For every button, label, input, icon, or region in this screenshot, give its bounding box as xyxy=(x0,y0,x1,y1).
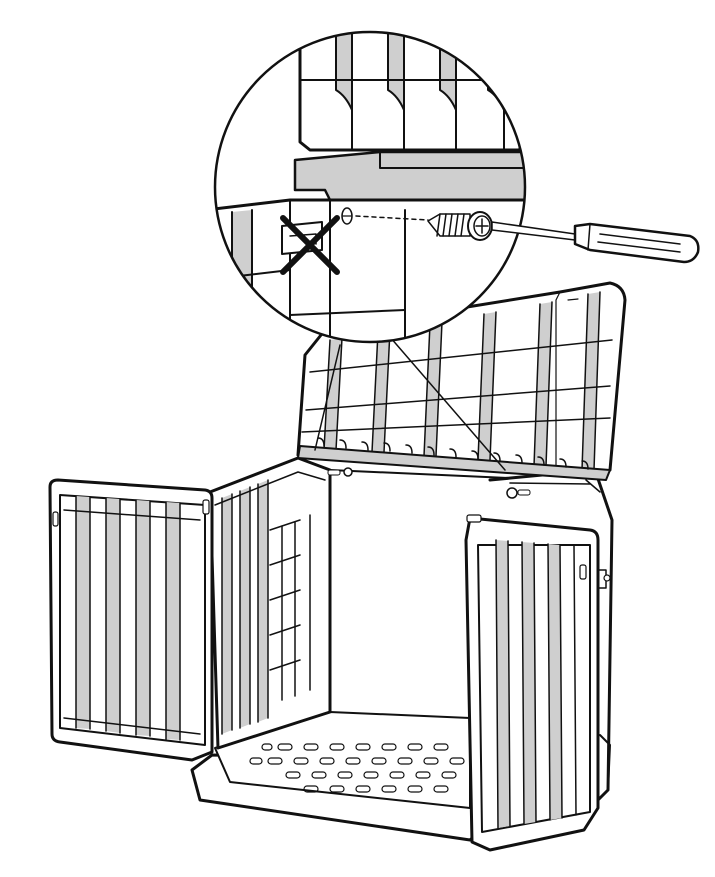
callout-leader xyxy=(314,336,506,471)
side-latch xyxy=(597,569,611,589)
floor-grid xyxy=(249,743,465,793)
lid-scallops xyxy=(317,437,589,470)
left-door-slats xyxy=(63,495,201,741)
left-wall-panels xyxy=(214,471,326,735)
cross-mark xyxy=(280,215,340,275)
left-door xyxy=(48,478,214,762)
lid-ribs xyxy=(301,291,613,471)
right-door xyxy=(464,514,600,852)
right-door-slats xyxy=(495,539,577,829)
screwdriver-icon xyxy=(491,221,700,264)
screw-icon xyxy=(427,211,493,241)
